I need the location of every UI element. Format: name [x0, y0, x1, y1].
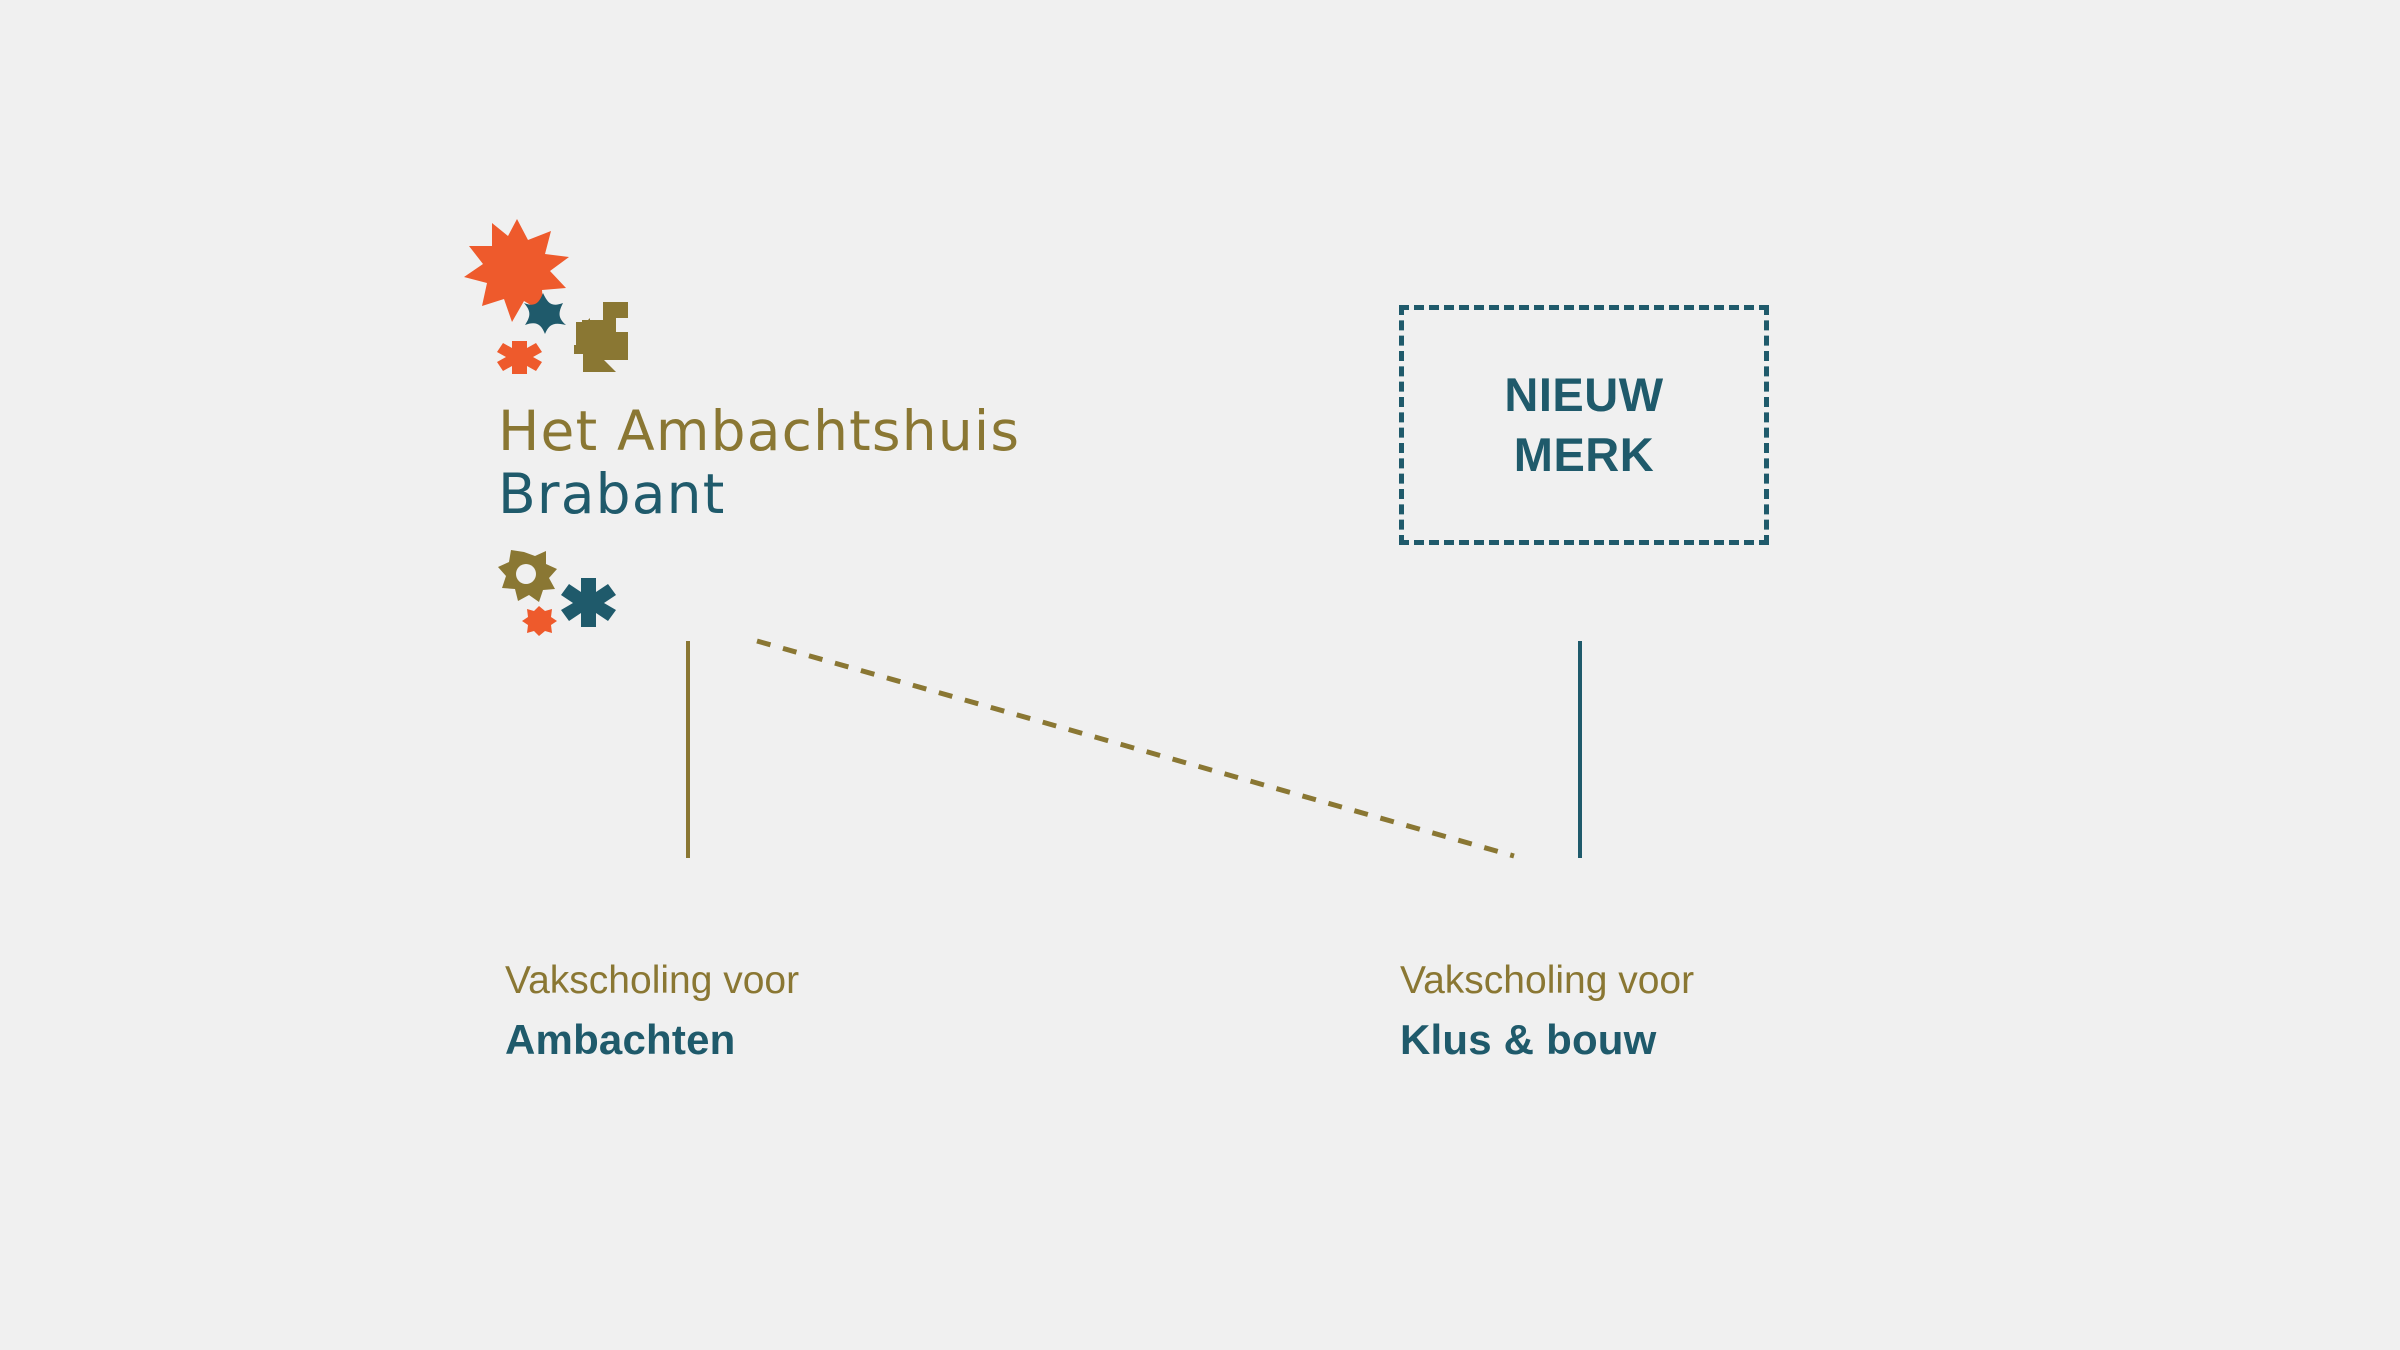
gold-gear-flower-icon [498, 550, 557, 602]
teal-asterisk-star-icon [561, 578, 616, 627]
gold-pinwheel-icon [574, 302, 628, 372]
nieuw-merk-placeholder-box: NIEUW MERK [1399, 305, 1769, 545]
ambachten-label-title: Ambachten [505, 1016, 736, 1064]
brand-name-line-1: Het Ambachtshuis [498, 399, 1021, 463]
teal-four-point-star-icon [524, 293, 566, 334]
ambachten-label-prefix: Vakscholing voor [505, 959, 800, 1002]
brand-name-line-2: Brabant [498, 462, 726, 527]
brand-lockup: Het Ambachtshuis Brabant [498, 399, 1138, 527]
nieuw-merk-to-klus-link-line [756, 638, 1515, 859]
orange-small-sunburst-icon [522, 606, 557, 636]
ambachten-label-group: Vakscholing voor Ambachten [505, 955, 799, 1068]
orange-eight-point-star-icon [464, 219, 569, 322]
klus-en-bouw-label-prefix: Vakscholing voor [1400, 959, 1695, 1002]
klus-en-bouw-label-title: Klus & bouw [1400, 1016, 1657, 1064]
nieuw-merk-label-line-2: MERK [1513, 428, 1655, 481]
klus-en-bouw-label-group: Vakscholing voor Klus & bouw [1400, 955, 1694, 1068]
nieuw-merk-label-line-1: NIEUW [1504, 367, 1664, 421]
orange-six-point-burst-icon [497, 341, 542, 374]
